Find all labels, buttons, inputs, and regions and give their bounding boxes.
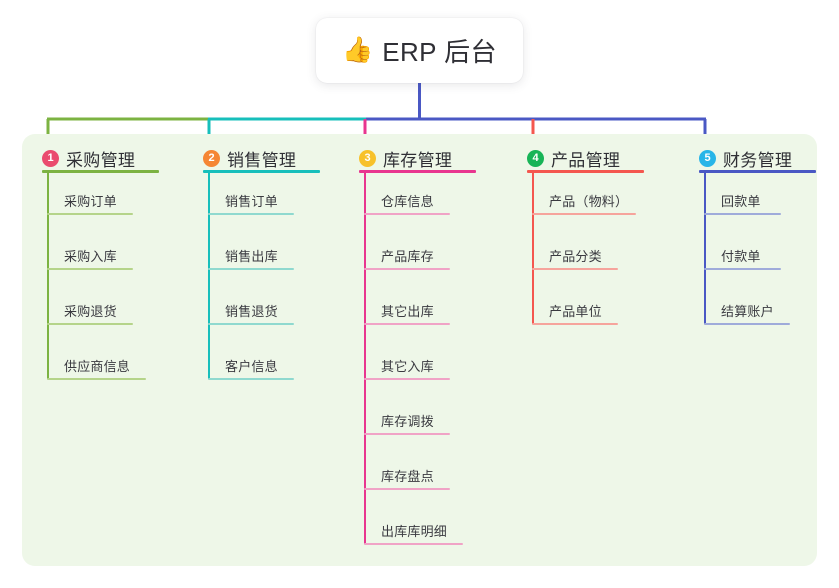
branch-item-rule <box>532 323 618 325</box>
branch-item-label: 销售出库 <box>225 249 278 264</box>
branch-title: 采购管理 <box>66 151 136 170</box>
branch-item-label: 产品（物料） <box>549 194 629 209</box>
branch-item-label: 采购订单 <box>64 194 117 209</box>
branch-item-rule <box>47 323 133 325</box>
branch-item-label: 供应商信息 <box>64 359 131 374</box>
branch-header-rule <box>42 170 159 173</box>
branch-item-rule <box>364 323 450 325</box>
root-title: ERP 后台 <box>382 37 497 67</box>
branch-item-label: 产品单位 <box>549 304 602 319</box>
branch-item-label: 客户信息 <box>225 359 278 374</box>
root-node[interactable]: 👍 ERP 后台 <box>316 18 523 83</box>
branch-item-rule <box>364 543 463 545</box>
branch-header-rule <box>359 170 476 173</box>
branch-title: 销售管理 <box>227 151 297 170</box>
thumbs-up-icon: 👍 <box>342 36 374 64</box>
branch-item-label: 结算账户 <box>721 304 774 319</box>
branch-header-rule <box>527 170 644 173</box>
branch-header-1[interactable]: 1 采购管理 <box>42 146 135 171</box>
branch-item-rule <box>47 213 133 215</box>
branch-item-label: 产品分类 <box>549 249 602 264</box>
branch-header-rule <box>203 170 320 173</box>
branch-item-rule <box>208 323 294 325</box>
branch-item-rule <box>704 323 790 325</box>
branch-item-label: 销售订单 <box>225 194 278 209</box>
branch-header-2[interactable]: 2 销售管理 <box>203 146 296 171</box>
branch-item-rule <box>47 378 146 380</box>
branch-title: 财务管理 <box>723 151 793 170</box>
branch-number-badge: 3 <box>359 150 376 167</box>
branch-item-label: 仓库信息 <box>381 194 434 209</box>
branch-item-label: 采购入库 <box>64 249 117 264</box>
branch-item-label: 出库库明细 <box>381 524 448 539</box>
branch-header-rule <box>699 170 816 173</box>
branch-item-rule <box>208 213 294 215</box>
branch-spine <box>532 173 534 324</box>
branch-number-badge: 1 <box>42 150 59 167</box>
branch-item-label: 产品库存 <box>381 249 434 264</box>
branch-item-rule <box>47 268 133 270</box>
branch-item-rule <box>532 213 636 215</box>
branch-title: 产品管理 <box>551 151 621 170</box>
branch-header-3[interactable]: 3 库存管理 <box>359 146 452 171</box>
branch-item-label: 回款单 <box>721 194 761 209</box>
branch-number-badge: 5 <box>699 150 716 167</box>
branch-item-rule <box>532 268 618 270</box>
branch-item-label: 其它出库 <box>381 304 434 319</box>
branch-item-rule <box>364 213 450 215</box>
branch-item-rule <box>364 488 450 490</box>
branch-number-badge: 4 <box>527 150 544 167</box>
branch-item-label: 付款单 <box>721 249 761 264</box>
branch-item-label: 库存调拨 <box>381 414 434 429</box>
branch-columns: 1 采购管理采购订单采购入库采购退货供应商信息 2 销售管理销售订单销售出库销售退货客… <box>22 134 817 566</box>
branch-item-label: 采购退货 <box>64 304 117 319</box>
branches-panel <box>22 134 817 566</box>
branch-spine <box>47 173 49 379</box>
branch-number-badge: 2 <box>203 150 220 167</box>
branch-spine <box>704 173 706 324</box>
branch-spine <box>208 173 210 379</box>
branch-item-label: 库存盘点 <box>381 469 434 484</box>
branch-item-rule <box>704 213 781 215</box>
branch-item-label: 其它入库 <box>381 359 434 374</box>
branch-spine <box>364 173 366 544</box>
branch-item-rule <box>364 433 450 435</box>
branch-item-rule <box>364 268 450 270</box>
branch-item-rule <box>364 378 450 380</box>
branch-item-rule <box>704 268 781 270</box>
branch-header-5[interactable]: 5 财务管理 <box>699 146 792 171</box>
branch-item-rule <box>208 378 294 380</box>
branch-title: 库存管理 <box>383 151 453 170</box>
branch-header-4[interactable]: 4 产品管理 <box>527 146 620 171</box>
branch-item-rule <box>208 268 294 270</box>
branch-item-label: 销售退货 <box>225 304 278 319</box>
